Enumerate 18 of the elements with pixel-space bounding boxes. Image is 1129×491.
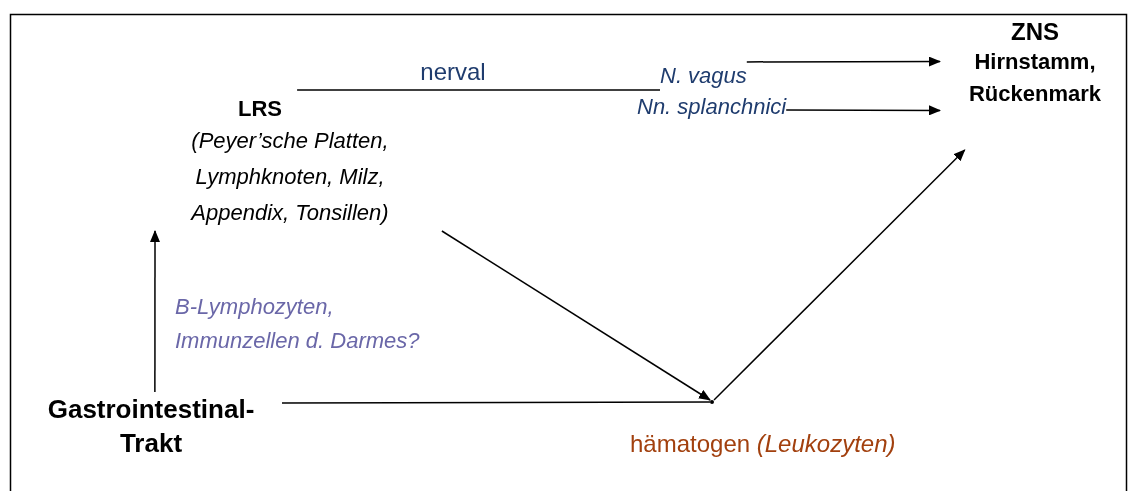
node-heading: ZNS [1010,18,1060,46]
arrow [150,230,160,393]
node-description: Hirnstamm, Rückenmark [967,48,1103,108]
edge-label: hämatogen (Leukozyten) [630,430,897,458]
edge-label: nerval [419,58,487,86]
arrow [713,149,966,401]
arrow [441,230,711,401]
connector-line [296,89,661,91]
edge-label: B-Lymphozyten, Immunzellen d. Darmes? [175,293,421,355]
arrow [785,105,941,116]
connector-line [281,401,711,404]
node-heading: LRS [237,95,283,123]
node-description: (Peyer’sche Platten, Lymphknoten, Milz, Appendix, Tonsillen) [189,127,390,227]
node-label: N. vagus [660,62,747,90]
node-label: Gastrointestinal- Trakt [46,393,256,460]
junction-point [710,400,714,404]
node-label: Nn. splanchnici [637,93,787,121]
arrow [746,56,941,67]
